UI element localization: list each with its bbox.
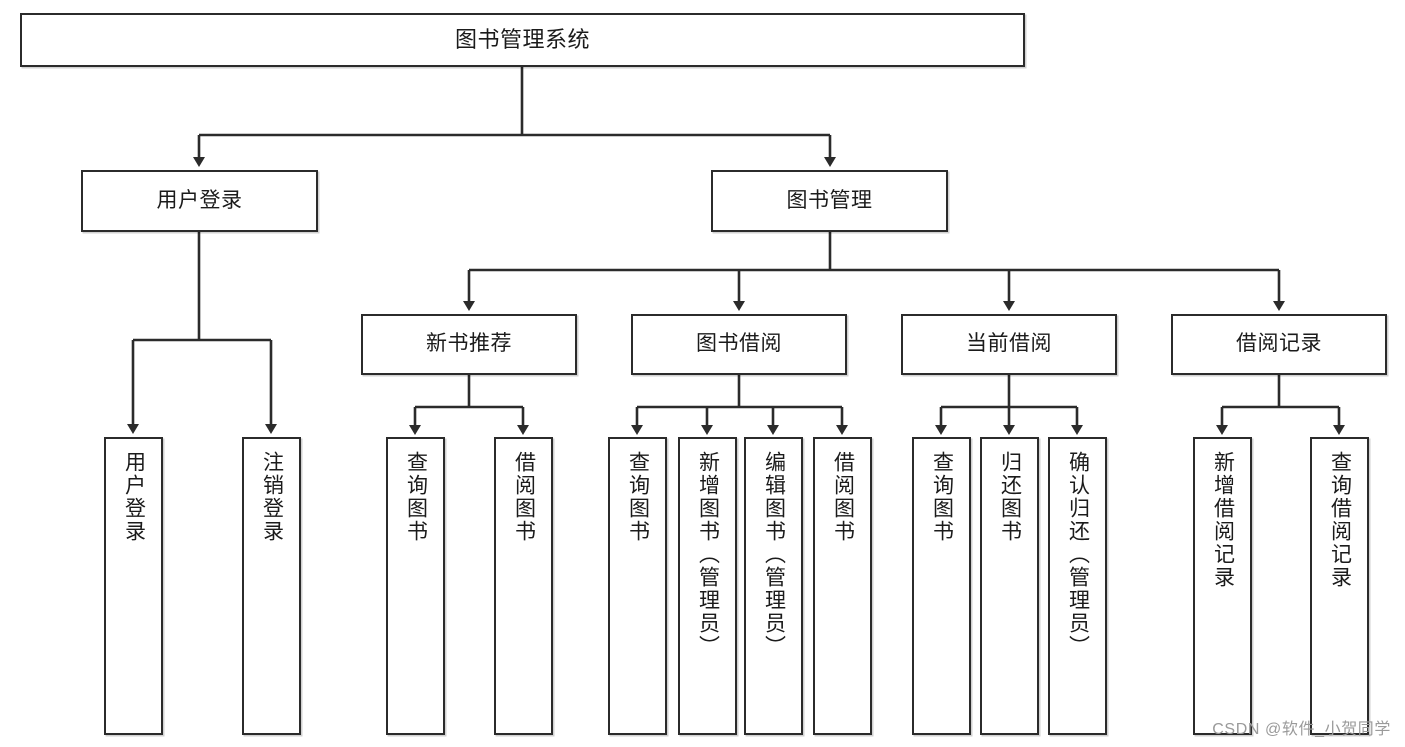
- node-user-login[interactable]: 用户登录: [81, 170, 318, 232]
- node-leaf-add-book-admin-label: 新增图书（管理员）: [696, 451, 720, 658]
- node-leaf-current-query-book[interactable]: 查询图书: [912, 437, 971, 735]
- node-leaf-borrow-query-book[interactable]: 查询图书: [608, 437, 667, 735]
- node-leaf-query-borrow-record-label: 查询借阅记录: [1328, 451, 1352, 589]
- node-book-manage[interactable]: 图书管理: [711, 170, 948, 232]
- node-leaf-edit-book-admin-label: 编辑图书（管理员）: [762, 451, 786, 658]
- node-new-book-recommend[interactable]: 新书推荐: [361, 314, 577, 375]
- node-user-login-label: 用户登录: [156, 188, 243, 212]
- node-leaf-query-borrow-record[interactable]: 查询借阅记录: [1310, 437, 1369, 735]
- node-leaf-borrow-query-book-label: 查询图书: [626, 451, 650, 543]
- node-leaf-borrow-book-label: 借阅图书: [831, 451, 855, 543]
- node-leaf-confirm-return-admin-label: 确认归还（管理员）: [1066, 451, 1090, 658]
- node-book-manage-label: 图书管理: [786, 188, 873, 212]
- node-leaf-add-book-admin[interactable]: 新增图书（管理员）: [678, 437, 737, 735]
- node-leaf-user-login-label: 用户登录: [122, 451, 146, 543]
- node-leaf-current-query-book-label: 查询图书: [930, 451, 954, 543]
- node-leaf-recommend-borrow-book-label: 借阅图书: [512, 451, 536, 543]
- node-leaf-logout-label: 注销登录: [260, 451, 284, 543]
- node-leaf-recommend-borrow-book[interactable]: 借阅图书: [494, 437, 553, 735]
- node-leaf-add-borrow-record[interactable]: 新增借阅记录: [1193, 437, 1252, 735]
- node-leaf-edit-book-admin[interactable]: 编辑图书（管理员）: [744, 437, 803, 735]
- node-current-borrow-label: 当前借阅: [966, 332, 1052, 356]
- node-leaf-recommend-query-book[interactable]: 查询图书: [386, 437, 445, 735]
- node-book-borrow-label: 图书借阅: [696, 332, 782, 356]
- csdn-watermark: CSDN @软件_小贺同学: [1212, 721, 1391, 738]
- node-leaf-recommend-query-book-label: 查询图书: [404, 451, 428, 543]
- node-leaf-confirm-return-admin[interactable]: 确认归还（管理员）: [1048, 437, 1107, 735]
- node-leaf-borrow-book[interactable]: 借阅图书: [813, 437, 872, 735]
- node-leaf-return-book[interactable]: 归还图书: [980, 437, 1039, 735]
- node-new-book-recommend-label: 新书推荐: [426, 332, 512, 356]
- node-current-borrow[interactable]: 当前借阅: [901, 314, 1117, 375]
- node-borrow-record-label: 借阅记录: [1236, 332, 1322, 356]
- node-leaf-return-book-label: 归还图书: [998, 451, 1022, 543]
- node-leaf-logout[interactable]: 注销登录: [242, 437, 301, 735]
- node-borrow-record[interactable]: 借阅记录: [1171, 314, 1387, 375]
- node-leaf-user-login[interactable]: 用户登录: [104, 437, 163, 735]
- node-leaf-add-borrow-record-label: 新增借阅记录: [1211, 451, 1235, 589]
- node-book-borrow[interactable]: 图书借阅: [631, 314, 847, 375]
- node-root-label: 图书管理系统: [454, 27, 590, 53]
- node-root[interactable]: 图书管理系统: [20, 13, 1025, 67]
